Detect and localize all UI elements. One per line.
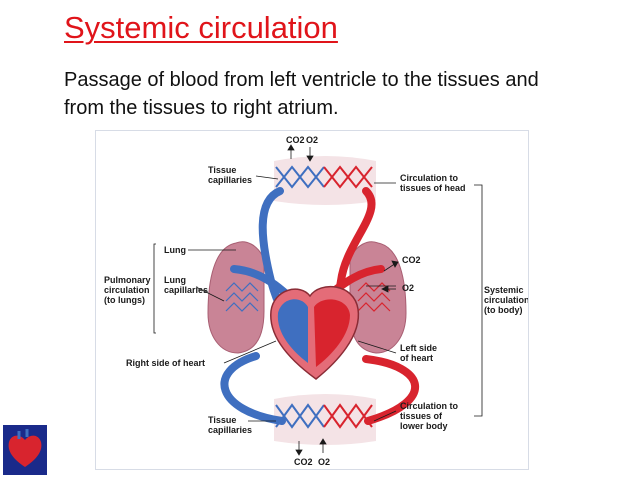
label-right-side-heart: Right side of heart: [126, 358, 205, 368]
head-capillary-bed: [274, 156, 376, 205]
gas-o2-top: O2: [306, 135, 318, 145]
gas-o2-right: O2: [402, 283, 414, 293]
lower-body-capillary-bed: [274, 394, 376, 445]
slide-subtitle: Passage of blood from left ventricle to …: [64, 69, 539, 119]
slide-title: Systemic circulation: [64, 10, 338, 45]
left-lung-capillaries: [225, 282, 259, 312]
heart-logo-icon: [3, 425, 47, 475]
label-lung: Lung: [164, 245, 186, 255]
gas-co2-bottom: CO2: [294, 457, 313, 467]
gas-o2-bottom: O2: [318, 457, 330, 467]
heart-illustration: [270, 285, 360, 380]
gas-co2-top: CO2: [286, 135, 305, 145]
gas-co2-right: CO2: [402, 255, 421, 265]
